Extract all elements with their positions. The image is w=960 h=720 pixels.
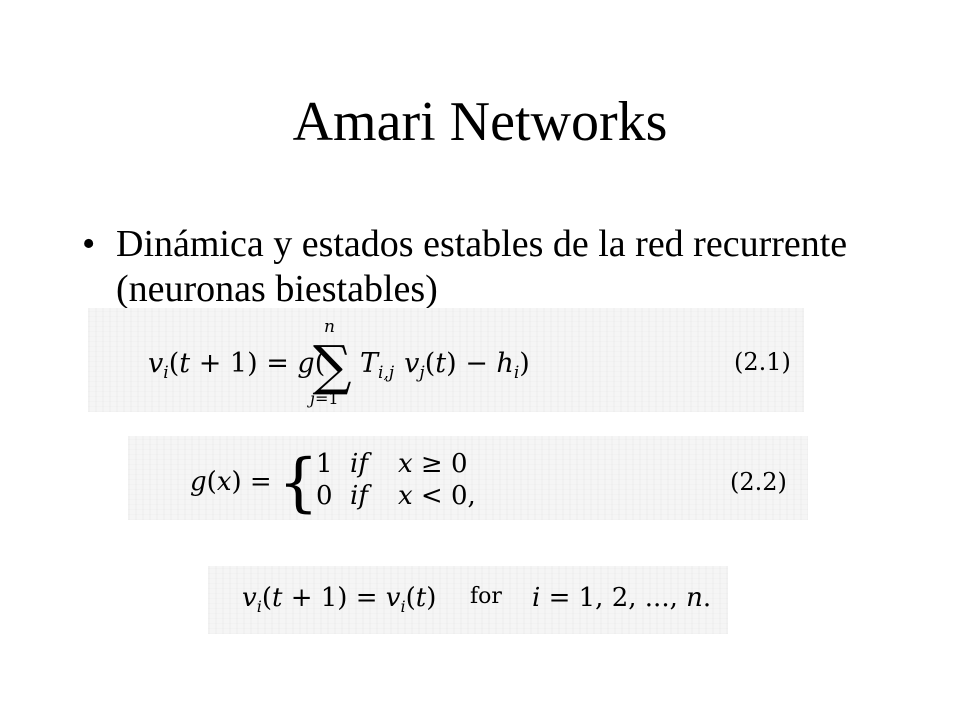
svg-text:i = 1, 2, ..., n.: i = 1, 2, ..., n. (532, 583, 711, 613)
equation-2-2: g(x) = { 1 if x ≥ 0 0 if x < 0, (2.2) (128, 436, 808, 520)
svg-text:x < 0,: x < 0, (398, 481, 476, 511)
svg-text:{: { (278, 446, 319, 520)
svg-text:vi(t + 1) = g(: vi(t + 1) = g( (148, 348, 325, 383)
svg-text:1: 1 (316, 449, 333, 479)
svg-text:x ≥ 0: x ≥ 0 (398, 449, 468, 479)
bullet-item: • Dinámica y estados estables de la red … (82, 222, 862, 312)
svg-text:j=1: j=1 (307, 389, 339, 408)
equation-2-2-formula: g(x) = { 1 if x ≥ 0 0 if x < 0, (190, 446, 476, 520)
equation-stability: vi(t + 1) = vi(t) i = 1, 2, ..., n. for (208, 566, 728, 634)
svg-text:if: if (350, 449, 372, 479)
slide-title: Amari Networks (292, 91, 668, 153)
svg-text:if: if (350, 481, 372, 511)
equation-stability-formula: vi(t + 1) = vi(t) i = 1, 2, ..., n. (242, 583, 711, 616)
svg-text:g(x) =: g(x) = (190, 467, 272, 497)
svg-text:0: 0 (316, 481, 333, 511)
svg-text:∑: ∑ (313, 334, 352, 397)
equation-for-word: for (470, 584, 502, 609)
bullet-text: Dinámica y estados estables de la red re… (116, 223, 848, 310)
equation-2-1-label: (2.1) (734, 348, 791, 376)
svg-text:vi(t + 1) = vi(t): vi(t + 1) = vi(t) (242, 583, 436, 616)
equation-2-2-label: (2.2) (730, 468, 787, 496)
svg-text:Ti,jvj(t) − hi): Ti,jvj(t) − hi) (360, 348, 530, 383)
svg-text:n: n (324, 317, 335, 337)
bullet-dot: • (82, 223, 96, 265)
